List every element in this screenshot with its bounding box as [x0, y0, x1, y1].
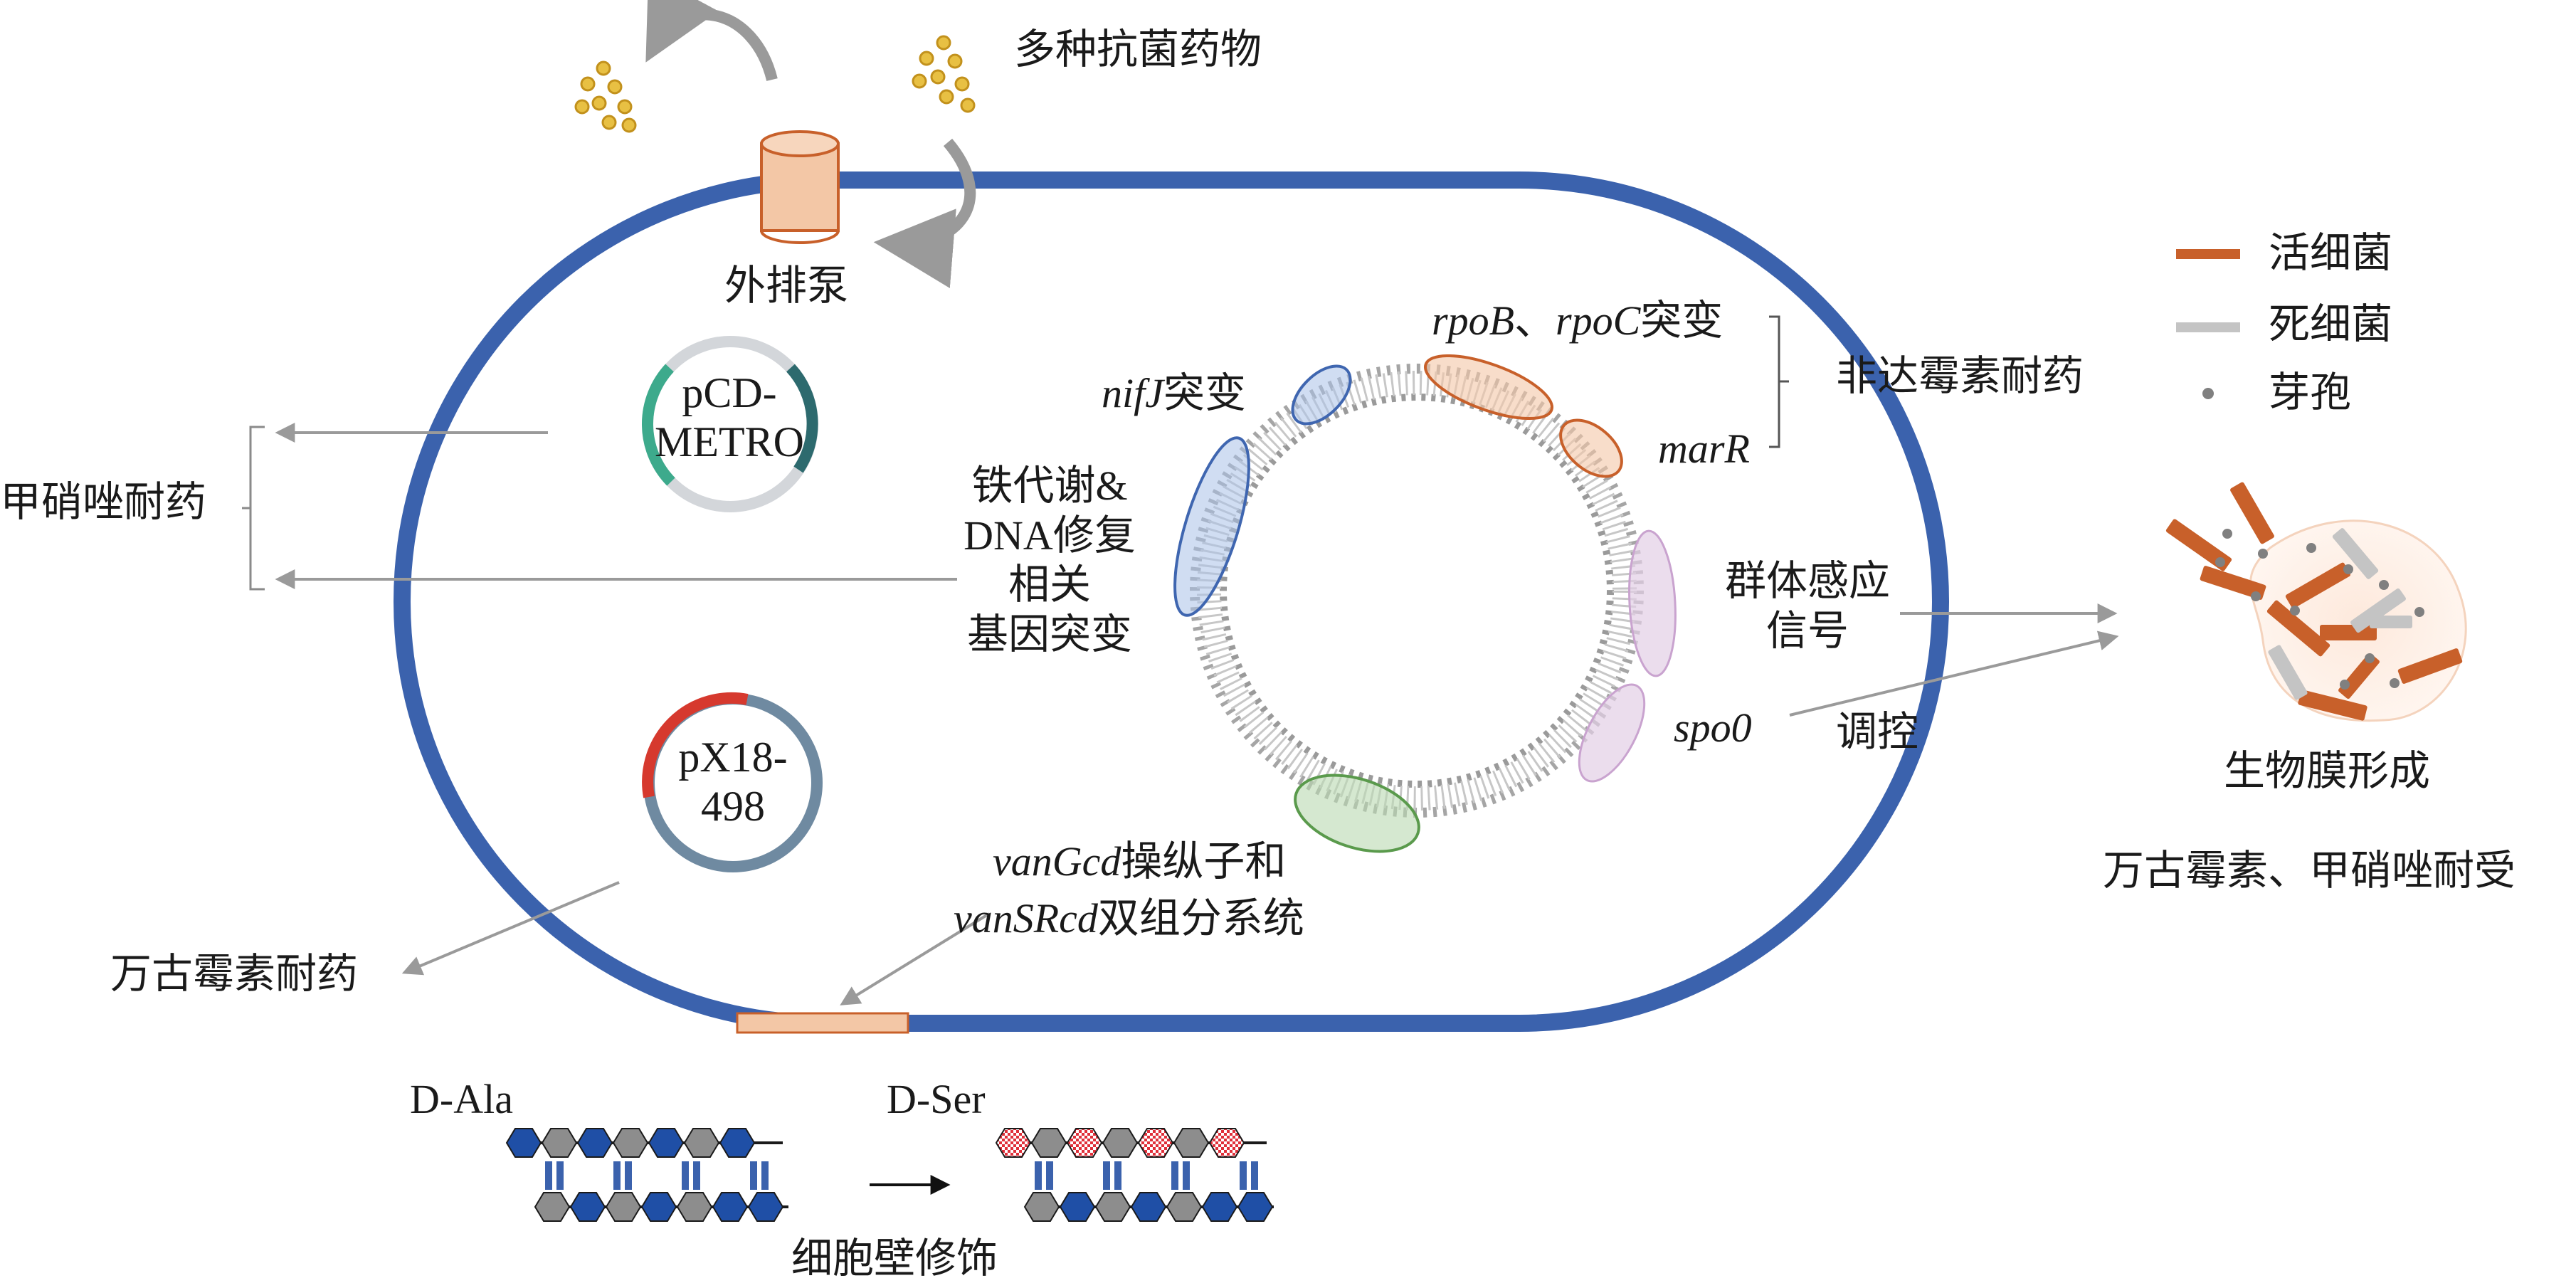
- nifj-suffix: 突变: [1163, 370, 1246, 416]
- biofilm-label: 生物膜形成: [2224, 746, 2431, 795]
- legend-dead-label: 死细菌: [2269, 300, 2393, 348]
- legend-swatches: [2176, 249, 2240, 399]
- cell-wall-patch: [736, 1012, 909, 1034]
- dser-label: D-Ser: [887, 1076, 986, 1122]
- marr-label: marR: [1658, 426, 1750, 472]
- iron-dna-genes-label: 铁代谢& DNA修复 相关 基因突变: [964, 463, 1136, 658]
- vansrcd-label: vanSRcd双组分系统: [954, 895, 1304, 943]
- plasmid-px18-498: [642, 692, 823, 872]
- efflux-arrow-out: [645, 0, 778, 81]
- legend-live-label: 活细菌: [2269, 228, 2393, 277]
- vangcd-suffix: 操纵子和: [1121, 838, 1287, 885]
- nifj-label: nifJ突变: [1102, 370, 1246, 418]
- rpoc-separator: 、: [1514, 297, 1556, 344]
- vangcd-label: vanGcd操纵子和: [993, 838, 1286, 886]
- ellipse-spo0: [1578, 683, 1646, 783]
- rpoc-suffix: 突变: [1640, 297, 1724, 344]
- drug-cluster-left: [574, 60, 637, 133]
- cell-wall-label: 细胞壁修饰: [791, 1234, 998, 1282]
- arrow-van-to-membrane: [840, 912, 991, 1005]
- biofilm-effect-label: 万古霉素、甲硝唑耐受: [2103, 846, 2516, 894]
- ellipse-iron-dna: [1173, 436, 1250, 617]
- efflux-arrow-in: [873, 138, 976, 288]
- metronidazole-resistance-label: 甲硝唑耐药: [0, 477, 207, 526]
- fidaxomicin-resistance-label: 非达霉素耐药: [1836, 352, 2084, 400]
- bracket-fidaxomicin: [1769, 315, 1789, 448]
- rpob-gene: rpoB: [1432, 297, 1514, 344]
- ellipse-nifj: [1291, 364, 1352, 426]
- plasmid-px18-498-label: pX18- 498: [678, 734, 788, 830]
- ellipse-quorum: [1628, 529, 1677, 677]
- quorum-sensing-label: 群体感应 信号: [1724, 556, 1890, 655]
- arrow-spo0-to-biofilm: [1789, 630, 2119, 717]
- ellipse-vangcd: [1294, 774, 1420, 853]
- ellipse-rpob-rpoc: [1423, 354, 1554, 421]
- efflux-pump: [760, 130, 840, 244]
- drugs-label: 多种抗菌药物: [1014, 25, 1262, 73]
- peptidoglycan-dser: [995, 1128, 1274, 1222]
- dala-label: D-Ala: [410, 1076, 513, 1122]
- peptidoglycan-dala: [505, 1128, 788, 1222]
- cell-membrane: [394, 171, 1949, 1032]
- vangcd-gene: vanGcd: [993, 838, 1121, 885]
- arrow-px18-to-vancomycin: [401, 881, 620, 976]
- legend-spore-label: 芽孢: [2269, 368, 2352, 416]
- plasmid-pcd-metro: [641, 336, 818, 512]
- vancomycin-resistance-label: 万古霉素耐药: [110, 949, 359, 998]
- biofilm-illustration: [2165, 482, 2467, 722]
- rpoc-gene: rpoC: [1556, 297, 1641, 344]
- vansrcd-gene: vanSRcd: [954, 895, 1098, 941]
- rpob-rpoc-label: rpoB、rpoC突变: [1432, 297, 1723, 345]
- efflux-pump-label: 外排泵: [724, 261, 849, 310]
- nifj-gene: nifJ: [1102, 370, 1163, 416]
- ellipse-marr: [1559, 418, 1623, 478]
- bracket-metronidazole: [242, 426, 265, 591]
- plasmid-pcd-metro-label: pCD- METRO: [655, 369, 804, 465]
- vansrcd-suffix: 双组分系统: [1097, 895, 1304, 941]
- spo0-label: spo0: [1674, 704, 1752, 751]
- drug-cluster-right: [912, 35, 976, 113]
- regulation-label: 调控: [1836, 707, 1919, 756]
